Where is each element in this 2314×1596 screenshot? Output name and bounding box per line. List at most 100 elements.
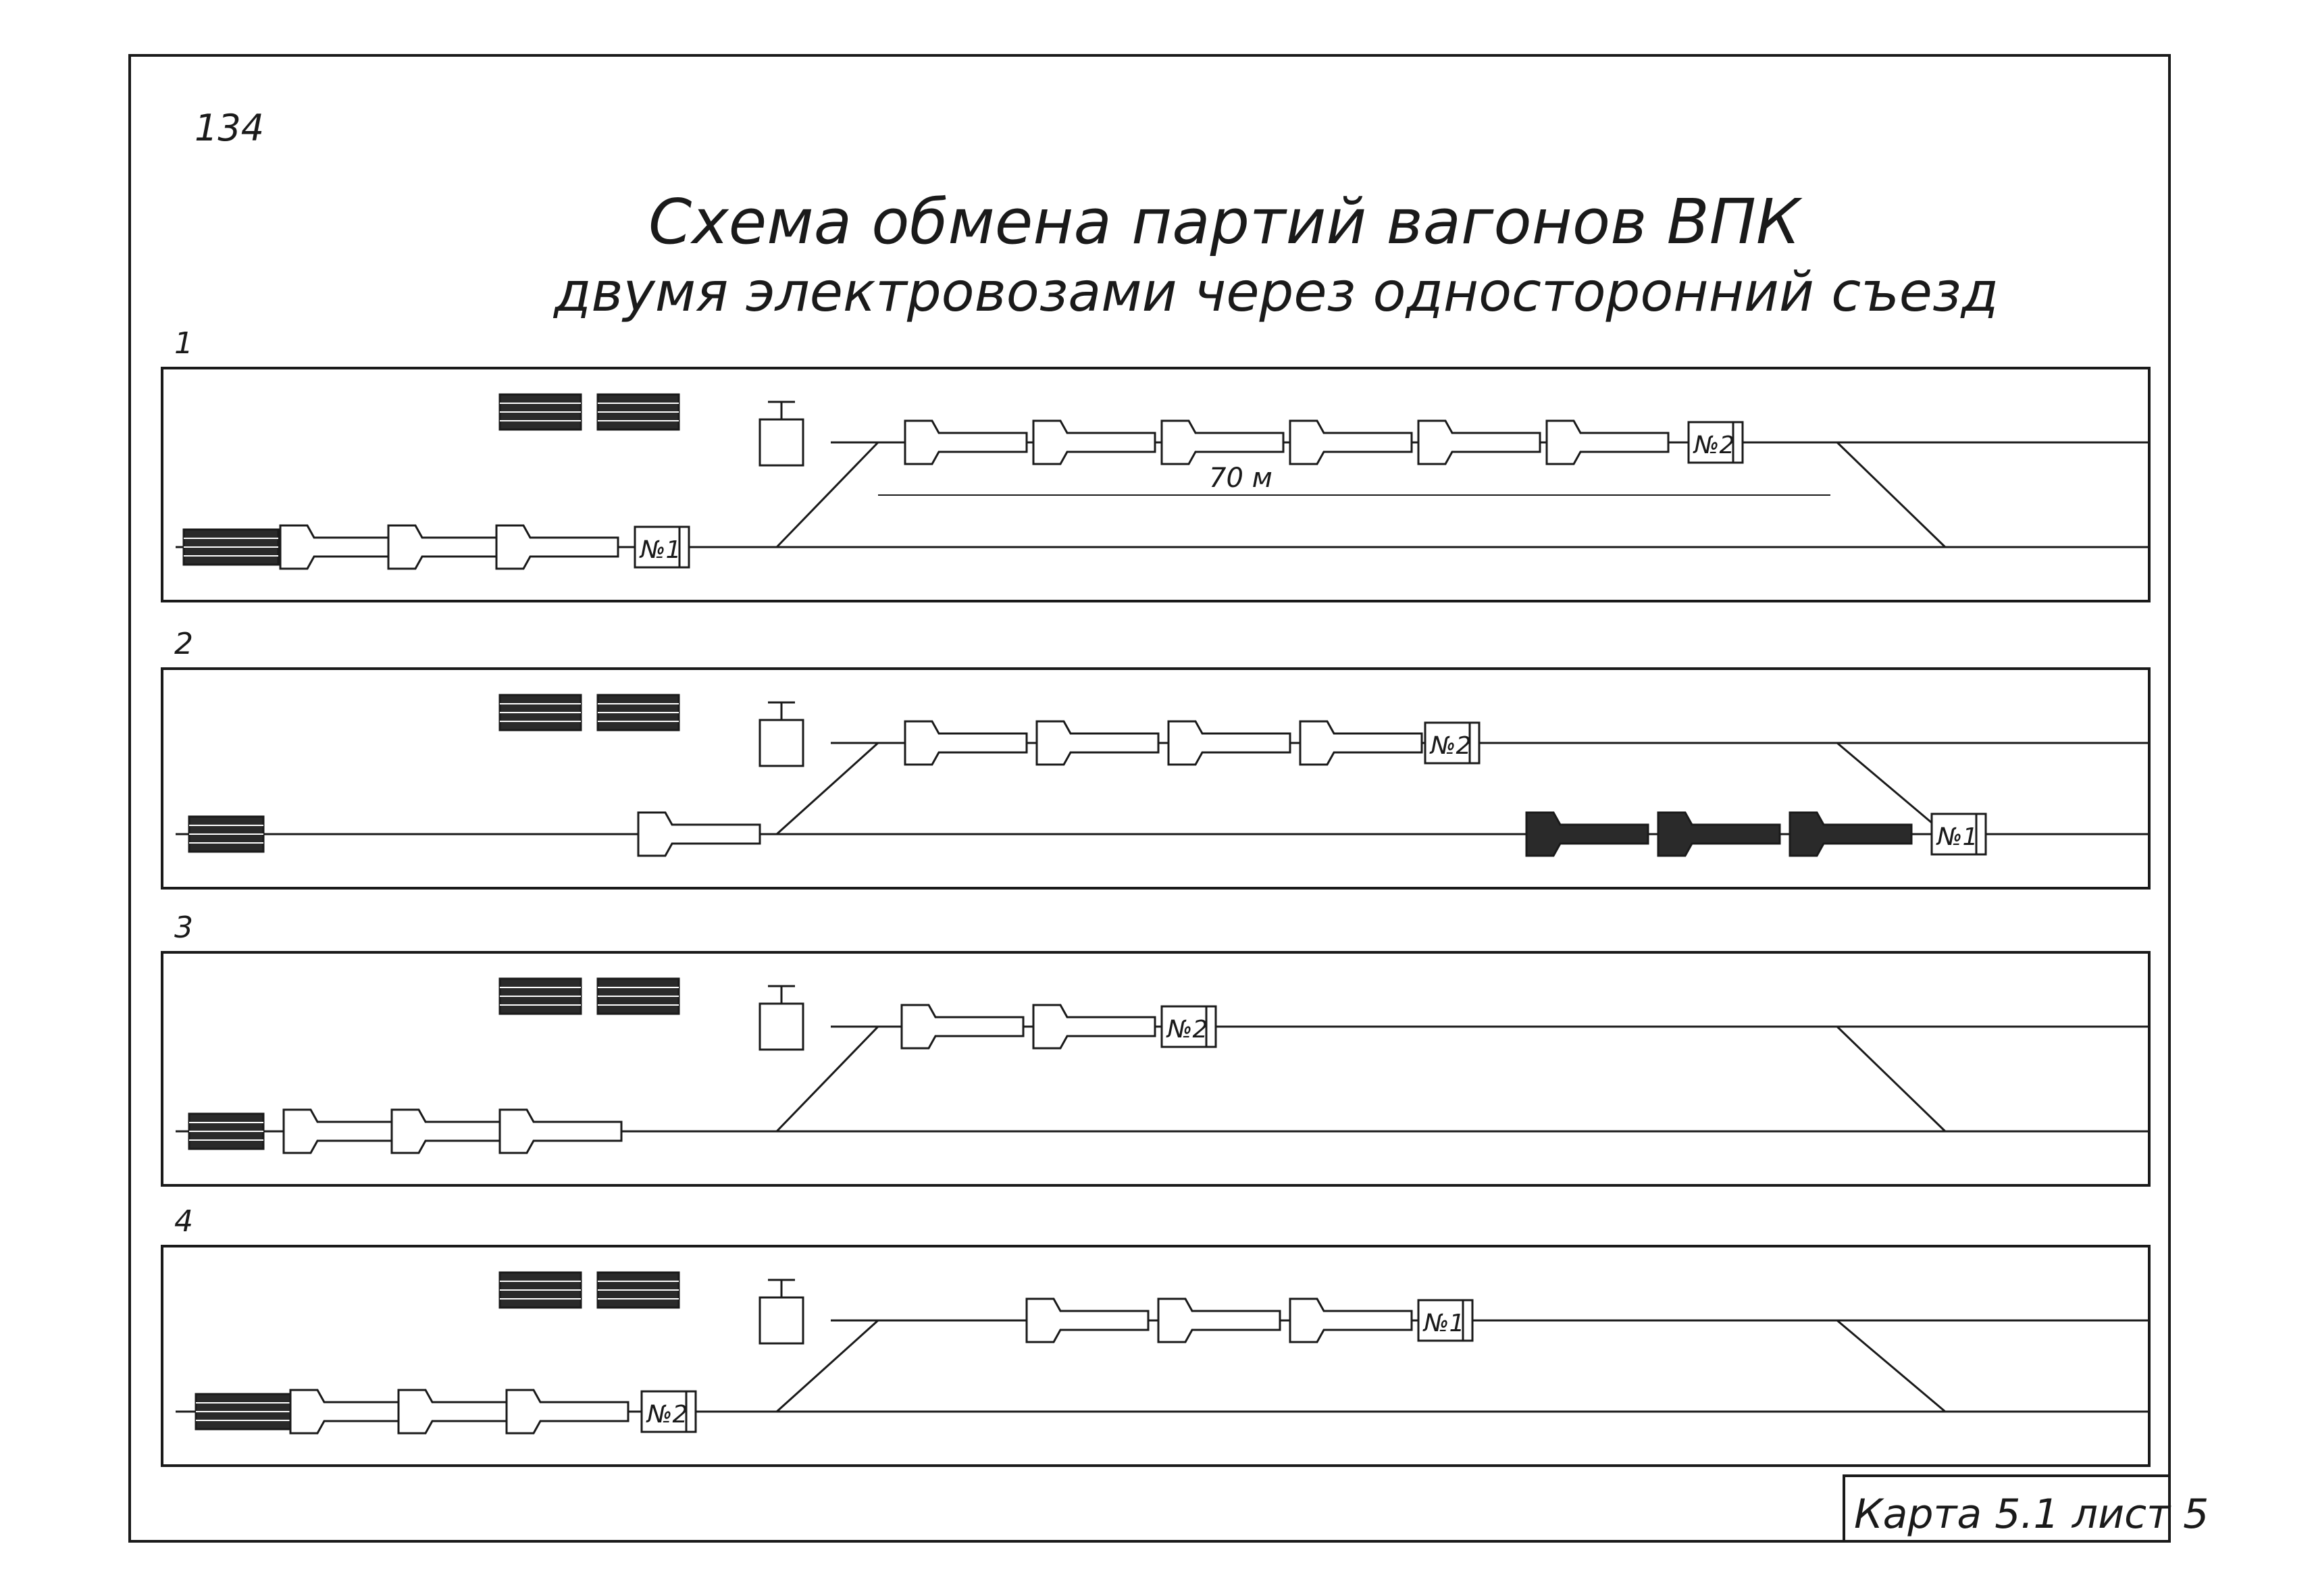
wagon-body [1289, 1297, 1413, 1343]
buffer-stack [498, 694, 582, 731]
wagon [1157, 1297, 1281, 1343]
right-crossover [1836, 1025, 1947, 1133]
sheet-border [128, 54, 2171, 1543]
wagon [1299, 720, 1423, 766]
wagon [390, 1108, 515, 1154]
wagon-body [498, 1108, 623, 1154]
wagon [387, 524, 511, 570]
wagon [1417, 419, 1541, 465]
wagon [289, 1389, 413, 1435]
wagon-body [1545, 419, 1670, 465]
left-crossover [775, 1025, 879, 1133]
wagon [904, 419, 1028, 465]
panel-number: 4 [174, 1204, 193, 1239]
wagon-body [390, 1108, 515, 1154]
panel-number: 1 [174, 326, 193, 361]
page-number: 134 [195, 107, 264, 149]
wagon-body [397, 1389, 521, 1435]
buffer-stack [498, 1271, 582, 1309]
buffer-stack [596, 393, 680, 431]
buffer-stack [195, 1393, 292, 1431]
wagon [637, 811, 761, 857]
wagon [279, 524, 403, 570]
locomotive-label: №1 [1936, 823, 1978, 851]
locomotive: №2 [640, 1390, 697, 1433]
wagon [498, 1108, 623, 1154]
wagon-body [904, 419, 1028, 465]
locomotive: №2 [1424, 721, 1481, 765]
wagon-body [1657, 811, 1781, 857]
chute-body [759, 418, 804, 467]
wagon-body [289, 1389, 413, 1435]
wagon [1032, 1004, 1156, 1050]
wagon-body [904, 720, 1028, 766]
wagon-body [1789, 811, 1913, 857]
locomotive: №1 [1930, 813, 1987, 856]
wagon-body [637, 811, 761, 857]
panel-frame [161, 1245, 2151, 1467]
scheme-panel: 4 №1 №2 [161, 1204, 2151, 1467]
wagon-body [1299, 720, 1423, 766]
scheme-panel: 1 №2 70 м №1 [161, 326, 2151, 602]
locomotive-label: №2 [646, 1401, 688, 1428]
locomotive: №1 [1417, 1299, 1474, 1342]
buffer-stack [188, 1112, 265, 1150]
wagon-body [1525, 811, 1649, 857]
loading-chute [759, 401, 804, 467]
wagon [1657, 811, 1781, 857]
wagon-body [1417, 419, 1541, 465]
locomotive: №2 [1160, 1005, 1217, 1048]
loading-chute [759, 985, 804, 1051]
chute-body [759, 719, 804, 767]
buffer-stack [498, 977, 582, 1015]
wagon [1160, 419, 1285, 465]
title-line-2: двумя электровозами через односторонний … [552, 261, 1999, 324]
distance-label: 70 м [1209, 463, 1272, 494]
wagon-body [387, 524, 511, 570]
wagon-body [1032, 1004, 1156, 1050]
wagon [1289, 419, 1413, 465]
wagon [1789, 811, 1913, 857]
scheme-panel: 2 №2 №1 [161, 627, 2151, 890]
card-stamp-frame [1843, 1474, 2171, 1543]
wagon [900, 1004, 1025, 1050]
right-crossover [1836, 742, 1946, 835]
wagon-body [495, 524, 619, 570]
right-crossover [1836, 441, 1947, 548]
locomotive: №2 [1687, 421, 1744, 464]
loading-chute [759, 701, 804, 767]
wagon [1525, 811, 1649, 857]
wagon-body [1032, 419, 1156, 465]
wagon-body [1025, 1297, 1150, 1343]
chute-body [759, 1002, 804, 1051]
wagon-body [282, 1108, 407, 1154]
panel-number: 2 [174, 627, 193, 661]
card-label: Карта 5.1 лист 5 [1854, 1491, 2209, 1538]
wagon [1289, 1297, 1413, 1343]
wagon [1167, 720, 1291, 766]
locomotive-label: №2 [1429, 732, 1471, 760]
buffer-stack [182, 528, 280, 566]
wagon-body [1167, 720, 1291, 766]
locomotive-label: №1 [639, 536, 681, 564]
locomotive-label: №2 [1693, 432, 1734, 459]
locomotive-label: №1 [1422, 1310, 1464, 1337]
buffer-stack [188, 815, 265, 853]
wagon [397, 1389, 521, 1435]
buffer-stack [596, 694, 680, 731]
left-crossover [775, 742, 879, 835]
wagon-body [1157, 1297, 1281, 1343]
panel-frame [161, 367, 2151, 602]
buffer-stack [596, 1271, 680, 1309]
wagon-body [505, 1389, 629, 1435]
wagon [1545, 419, 1670, 465]
wagon [505, 1389, 629, 1435]
wagon [904, 720, 1028, 766]
left-crossover [775, 1319, 879, 1413]
wagon [282, 1108, 407, 1154]
title-line-1: Схема обмена партий вагонов ВПК [648, 186, 1803, 258]
chute-body [759, 1296, 804, 1345]
wagon-body [900, 1004, 1025, 1050]
panel-frame [161, 951, 2151, 1187]
